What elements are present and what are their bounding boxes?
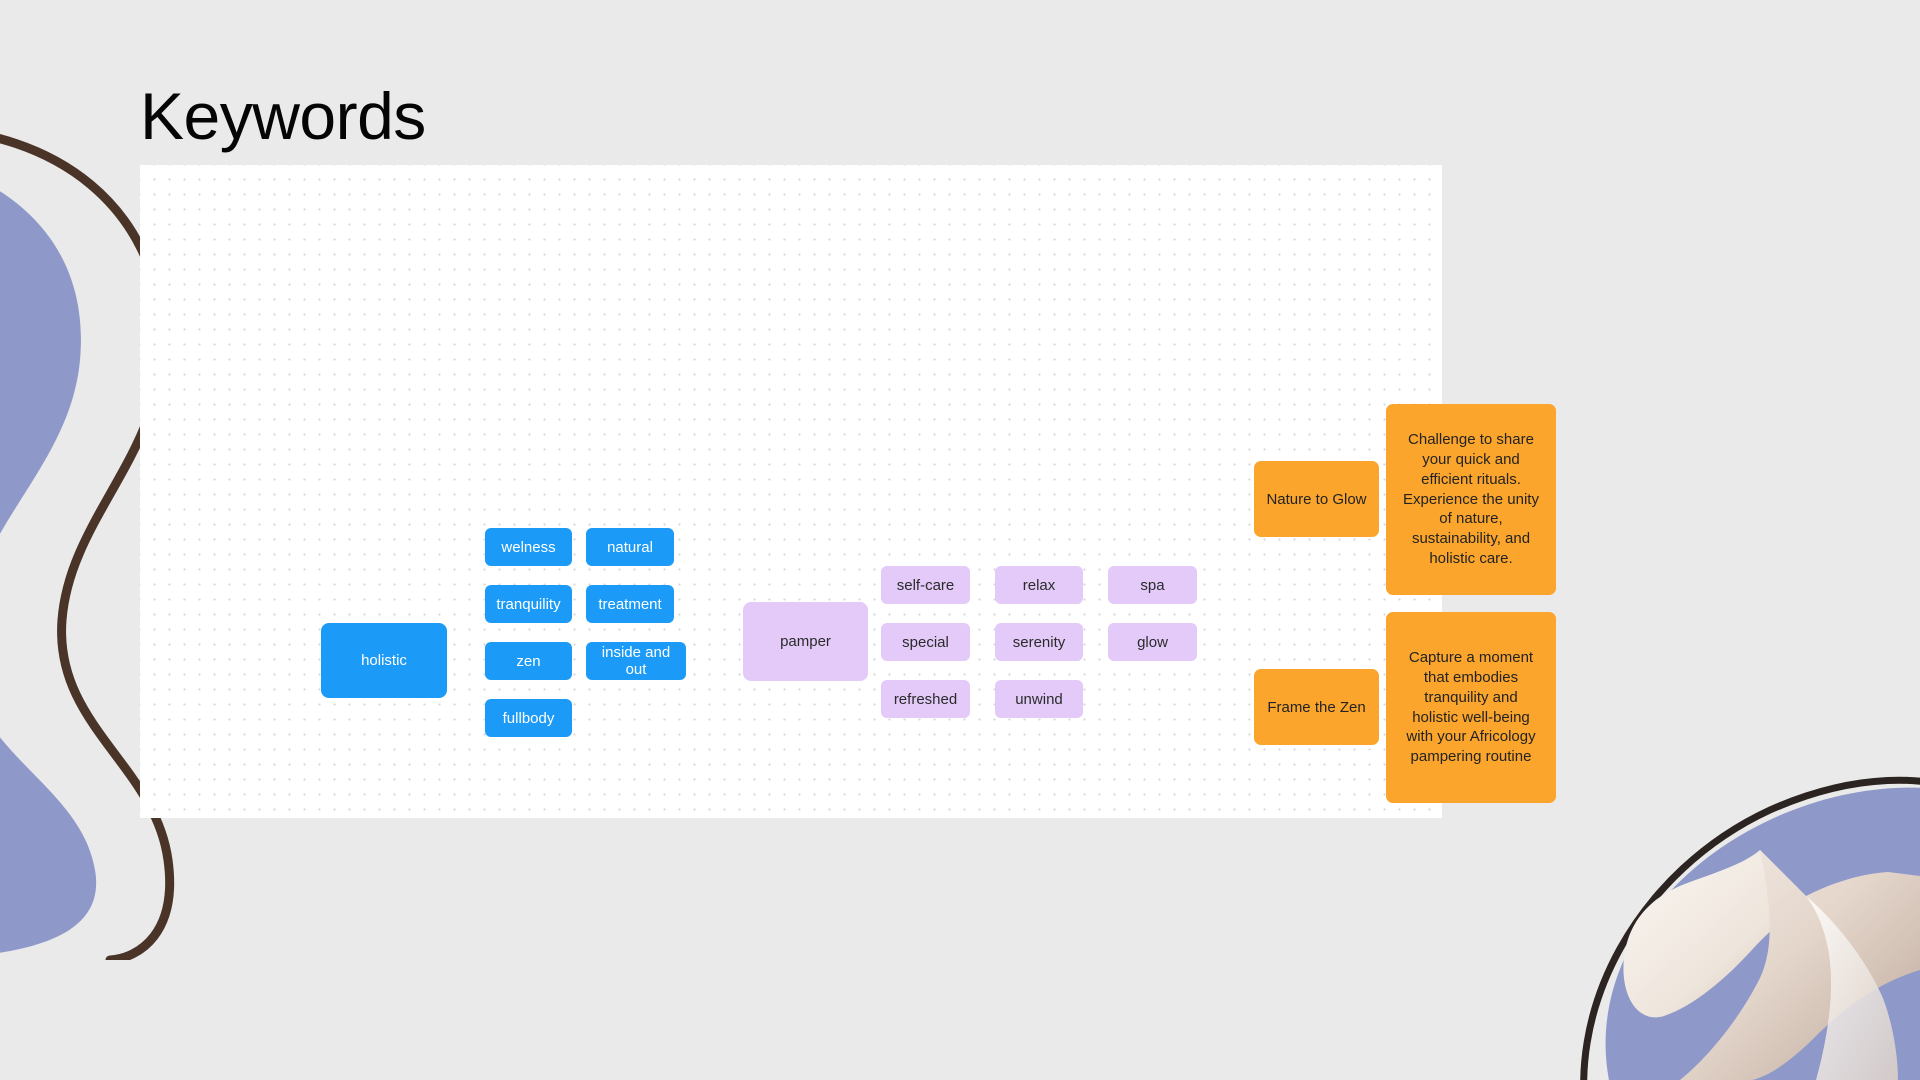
card-label: serenity [1012, 633, 1066, 651]
card-nature-to-glow[interactable]: Nature to Glow [1254, 461, 1379, 537]
card-tranquility[interactable]: tranquility [485, 585, 572, 623]
card-label: self-care [896, 576, 955, 594]
card-spa[interactable]: spa [1108, 566, 1197, 604]
note-text: Challenge to share your quick and effici… [1403, 431, 1539, 567]
card-fullbody[interactable]: fullbody [485, 699, 572, 737]
card-label: Nature to Glow [1266, 490, 1367, 508]
curved-line-right-decoration [1580, 776, 1920, 1080]
card-refreshed[interactable]: refreshed [881, 680, 970, 718]
page-title: Keywords [140, 79, 426, 153]
card-label: treatment [598, 595, 662, 613]
note-text: Capture a moment that embodies tranquili… [1406, 649, 1536, 766]
card-natural[interactable]: natural [586, 528, 674, 566]
card-label: natural [607, 538, 653, 556]
card-zen[interactable]: zen [485, 642, 572, 680]
card-welness[interactable]: welness [485, 528, 572, 566]
note-frame-the-zen[interactable]: Capture a moment that embodies tranquili… [1386, 612, 1556, 803]
note-nature-to-glow[interactable]: Challenge to share your quick and effici… [1386, 404, 1556, 595]
card-label: zen [516, 652, 541, 670]
card-label: Frame the Zen [1267, 698, 1366, 716]
card-treatment[interactable]: treatment [586, 585, 674, 623]
card-inside-and-out[interactable]: inside and out [586, 642, 686, 680]
card-glow[interactable]: glow [1108, 623, 1197, 661]
card-label: refreshed [893, 690, 958, 708]
card-label: inside and out [601, 644, 671, 678]
card-label: glow [1137, 633, 1168, 651]
card-label: tranquility [496, 595, 561, 613]
card-unwind[interactable]: unwind [995, 680, 1083, 718]
card-label: spa [1140, 576, 1165, 594]
card-relax[interactable]: relax [995, 566, 1083, 604]
card-frame-the-zen[interactable]: Frame the Zen [1254, 669, 1379, 745]
card-serenity[interactable]: serenity [995, 623, 1083, 661]
board-canvas[interactable] [140, 165, 1442, 818]
blob-right-decoration [1605, 787, 1920, 1080]
card-label: unwind [1015, 690, 1063, 708]
card-label: relax [1022, 576, 1056, 594]
card-label: pamper [780, 633, 831, 650]
card-pamper[interactable]: pamper [743, 602, 868, 681]
card-label: holistic [361, 652, 407, 669]
card-label: special [902, 633, 949, 651]
card-label: welness [501, 538, 556, 556]
card-self-care[interactable]: self-care [881, 566, 970, 604]
card-label: fullbody [502, 709, 555, 727]
card-special[interactable]: special [881, 623, 970, 661]
bottle-product-image [1623, 850, 1920, 1080]
card-holistic[interactable]: holistic [321, 623, 447, 698]
